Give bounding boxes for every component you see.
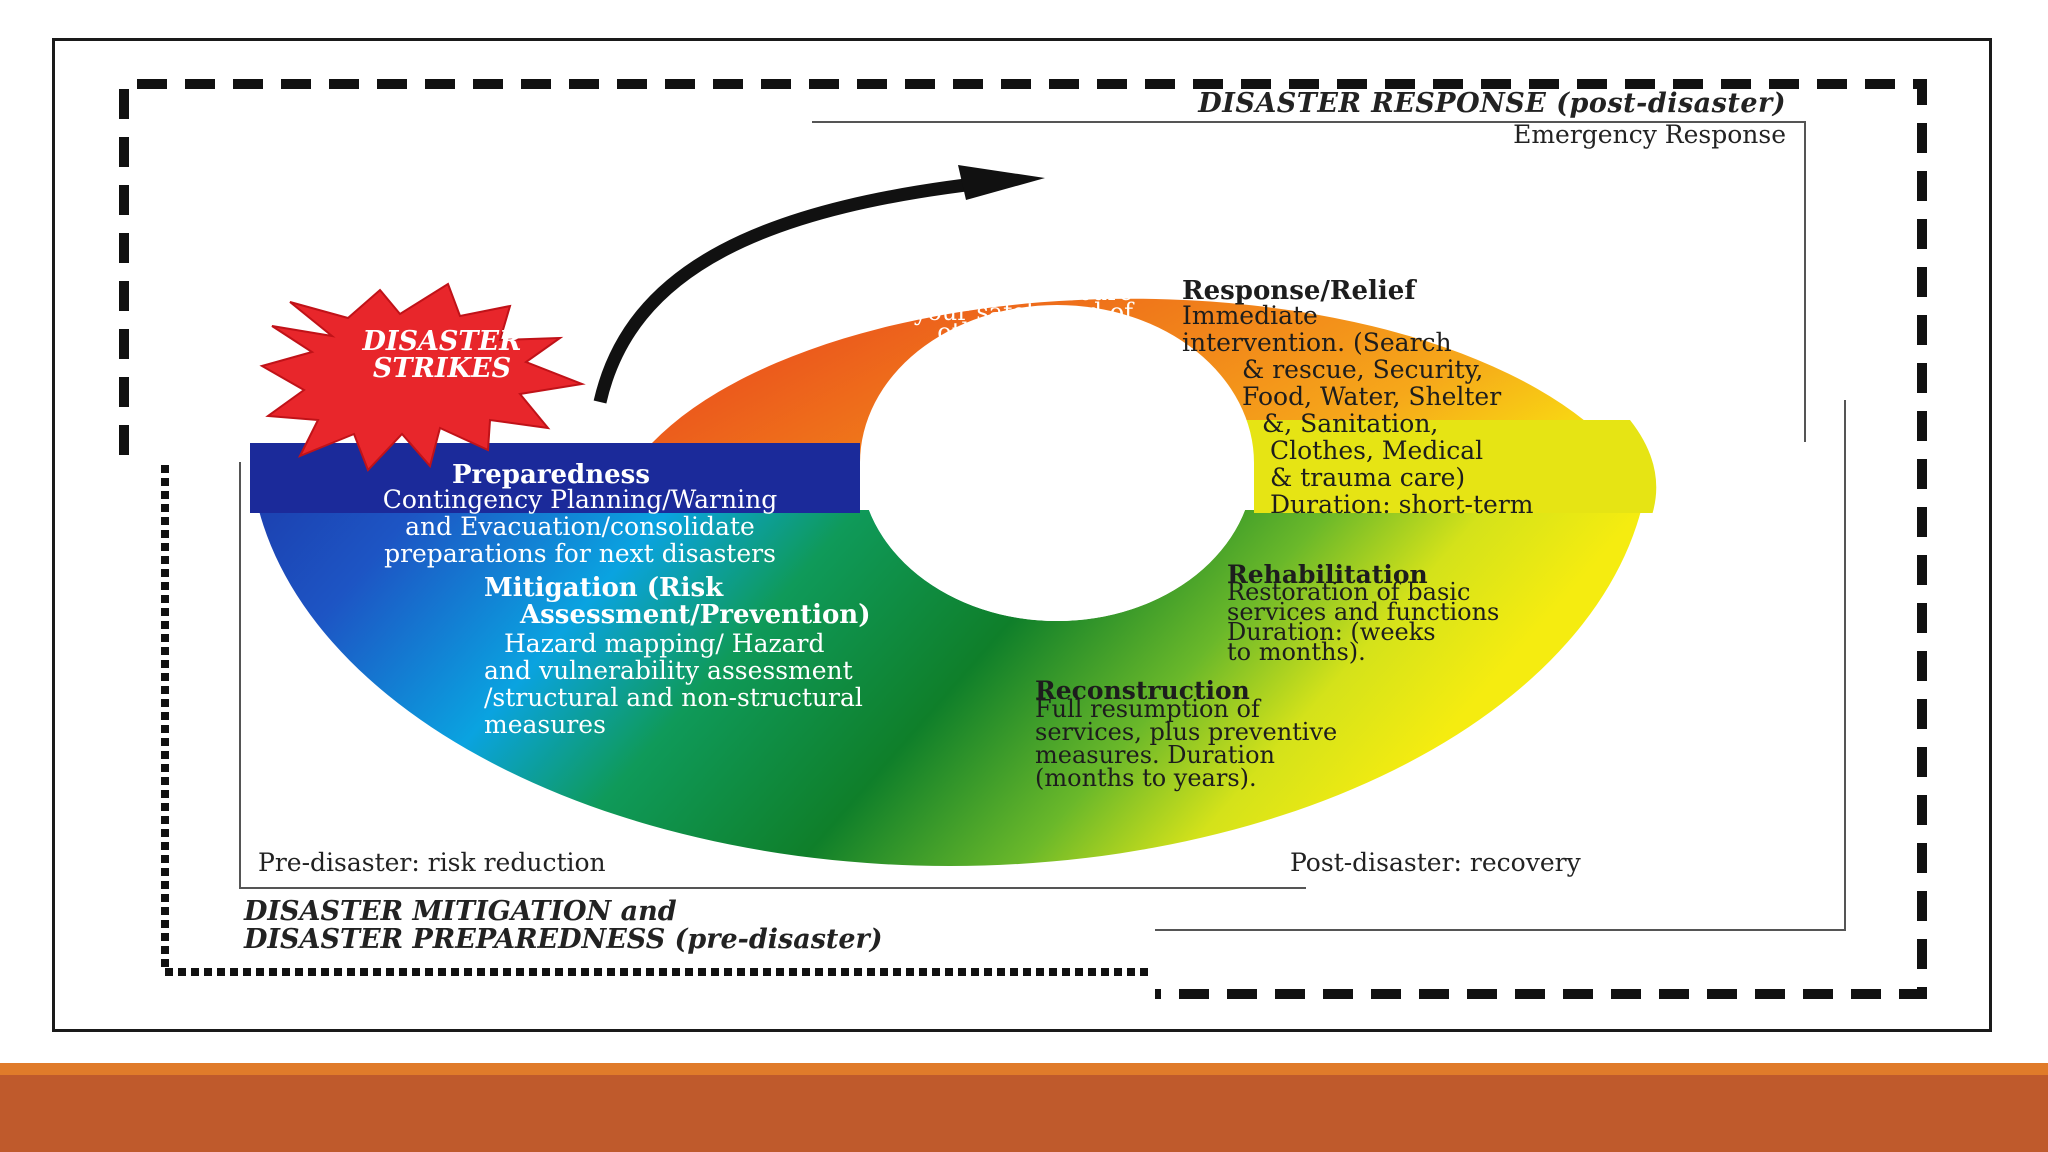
body-line: /structural and non-structural	[484, 684, 863, 711]
body-line: and vulnerability assessment	[484, 657, 863, 684]
title-line: DISASTER PREPAREDNESS (pre-disaster)	[244, 926, 883, 954]
body-line: Food, Water, Shelter	[1182, 383, 1534, 410]
response-relief-body: Immediate intervention. (Search & rescue…	[1182, 302, 1534, 518]
reconstruction-body: Full resumption of services, plus preven…	[1035, 698, 1337, 790]
individual-response-body: Immediate secure your safety and of othe…	[911, 282, 1133, 402]
body-line: Contingency Planning/Warning	[300, 486, 860, 513]
disaster-response-title: DISASTER RESPONSE (post-disaster)	[1198, 88, 1786, 119]
emergency-response-label: Emergency Response	[1513, 120, 1786, 149]
footer-accent-strip	[0, 1063, 2048, 1075]
body-line: (months to years).	[1035, 767, 1337, 790]
body-line: Clothes, Medical	[1182, 437, 1534, 464]
individual-response-heading: Individual Disaster Response	[991, 224, 1133, 278]
mitigation-heading: Mitigation (Risk Assessment/Prevention)	[484, 575, 871, 629]
title-line: DISASTER MITIGATION and	[244, 898, 883, 926]
mitigation-preparedness-title: DISASTER MITIGATION and DISASTER PREPARE…	[244, 898, 883, 954]
arrow-head-icon	[958, 165, 1045, 200]
body-line: intervention. (Search	[1182, 329, 1534, 356]
rehabilitation-body: Restoration of basic services and functi…	[1227, 582, 1499, 662]
body-line: supplies	[911, 382, 1133, 402]
strikes-line: STRIKES	[352, 355, 532, 382]
body-line: Hazard mapping/ Hazard	[484, 630, 863, 657]
pre-disaster-label: Pre-disaster: risk reduction	[258, 848, 606, 877]
heading-line: Assessment/Prevention)	[484, 602, 871, 629]
body-line: to months).	[1227, 642, 1499, 662]
body-line: & trauma care)	[1182, 464, 1534, 491]
preparedness-body: Contingency Planning/Warning and Evacuat…	[300, 486, 860, 567]
body-line: & rescue, Security,	[1182, 356, 1534, 383]
body-line: preparations for next disasters	[300, 540, 860, 567]
heading-line: Response	[991, 260, 1133, 278]
strikes-line: DISASTER	[352, 328, 532, 355]
mitigation-body: Hazard mapping/ Hazard and vulnerability…	[484, 630, 863, 738]
body-line: and Evacuation/consolidate	[300, 513, 860, 540]
body-line: Duration: short-term	[1182, 491, 1534, 518]
footer-band	[0, 1075, 2048, 1152]
post-disaster-label: Post-disaster: recovery	[1290, 848, 1581, 877]
body-line: measures	[484, 711, 863, 738]
disaster-strikes-label: DISASTER STRIKES	[352, 328, 532, 382]
heading-line: Mitigation (Risk	[484, 575, 871, 602]
body-line: &, Sanitation,	[1182, 410, 1534, 437]
body-line: Immediate	[1182, 302, 1534, 329]
